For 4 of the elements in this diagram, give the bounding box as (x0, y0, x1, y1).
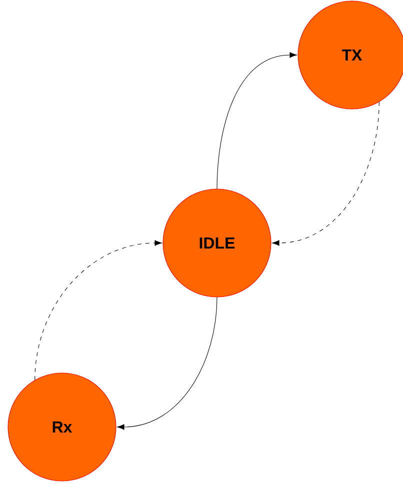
arrow (272, 102, 380, 246)
arrow (34, 240, 162, 380)
arrow (117, 297, 218, 430)
arrow (216, 52, 297, 189)
